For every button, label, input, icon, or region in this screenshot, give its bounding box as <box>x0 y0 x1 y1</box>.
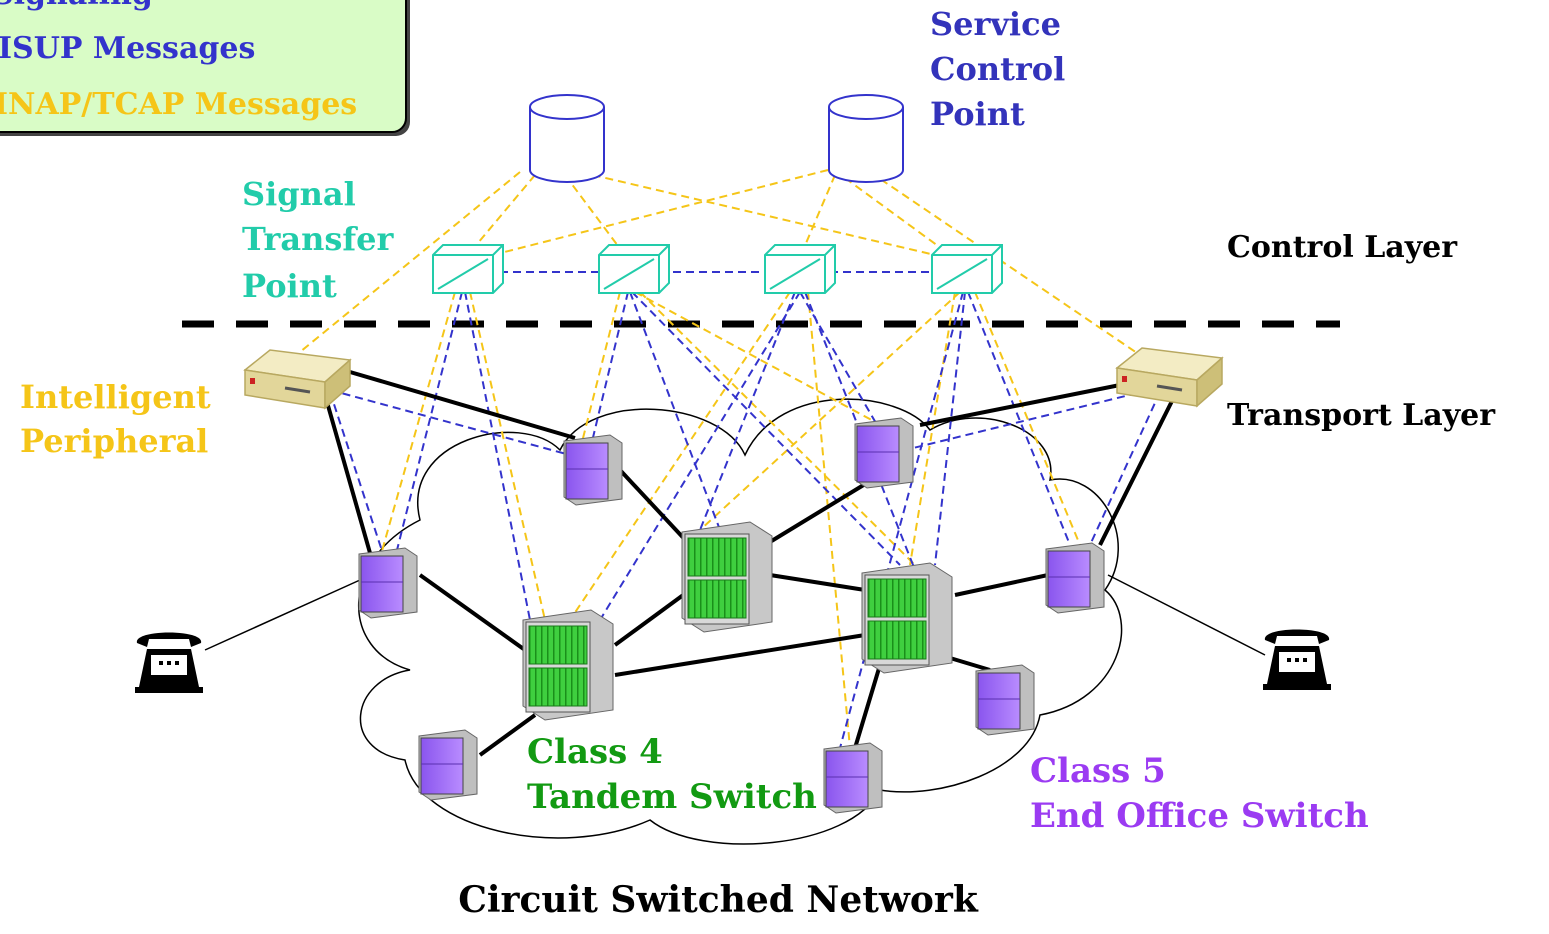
stp-box-icon-2 <box>598 244 670 294</box>
class5-switch-icon <box>854 417 914 489</box>
class4-label: Class 4 Tandem Switch <box>527 732 817 817</box>
class5-switch-icon <box>563 434 623 506</box>
telephone-icon-right <box>1263 629 1331 690</box>
legend-isup: ISUP Messages <box>0 31 255 66</box>
intelligent-peripheral-icon-left <box>243 349 352 410</box>
scp-label: Service Control Point <box>930 5 1065 133</box>
stp-box-icon-1 <box>432 244 504 294</box>
class4-label-line-1: Class 4 <box>527 732 663 772</box>
class5-label: Class 5 End Office Switch <box>1030 751 1369 836</box>
stp-label-line-3: Point <box>242 267 337 305</box>
control-layer-label: Control Layer <box>1227 230 1458 265</box>
stp-box-icon-4 <box>931 244 1003 294</box>
ip-label-line-1: Intelligent <box>20 378 211 416</box>
transport-trunks <box>323 370 1177 757</box>
scp-label-line-2: Control <box>930 50 1065 88</box>
class5-switch-icon <box>823 742 883 814</box>
class4-tandem-switch-icon <box>522 609 614 721</box>
class5-switch-icon <box>358 547 418 619</box>
diagram-title: Circuit Switched Network <box>458 879 979 921</box>
telephone-icon-left <box>135 632 203 693</box>
class5-switch-icon <box>418 729 478 801</box>
inap-tcap-links <box>299 169 1141 749</box>
class4-label-line-2: Tandem Switch <box>527 777 817 817</box>
isup-links <box>329 271 1161 749</box>
scp-label-line-3: Point <box>930 95 1025 133</box>
ip-label-line-2: Peripheral <box>20 422 208 460</box>
scp-database-icon-left <box>529 94 605 183</box>
ip-label: Intelligent Peripheral <box>20 378 211 460</box>
class5-switch-icon <box>975 664 1035 736</box>
class5-switch-icon <box>1045 542 1105 614</box>
legend-inap-tcap: INAP/TCAP Messages <box>0 87 357 122</box>
intelligent-peripheral-icon-right <box>1115 347 1224 408</box>
class5-label-line-2: End Office Switch <box>1030 796 1369 836</box>
signaling-legend: Signaling ISUP Messages INAP/TCAP Messag… <box>0 0 410 136</box>
stp-box-icon-3 <box>764 244 836 294</box>
class4-tandem-switch-icon <box>681 521 773 633</box>
stp-label: Signal Transfer Point <box>242 175 394 305</box>
scp-label-line-1: Service <box>930 5 1061 43</box>
stp-label-line-1: Signal <box>242 175 356 213</box>
legend-title: Signaling <box>0 0 153 12</box>
class5-label-line-1: Class 5 <box>1030 751 1166 791</box>
stp-label-line-2: Transfer <box>242 220 394 258</box>
transport-layer-label: Transport Layer <box>1227 398 1496 433</box>
class4-tandem-switch-icon <box>861 562 953 674</box>
scp-database-icon-right <box>828 94 904 183</box>
subscriber-lines <box>204 574 1266 656</box>
